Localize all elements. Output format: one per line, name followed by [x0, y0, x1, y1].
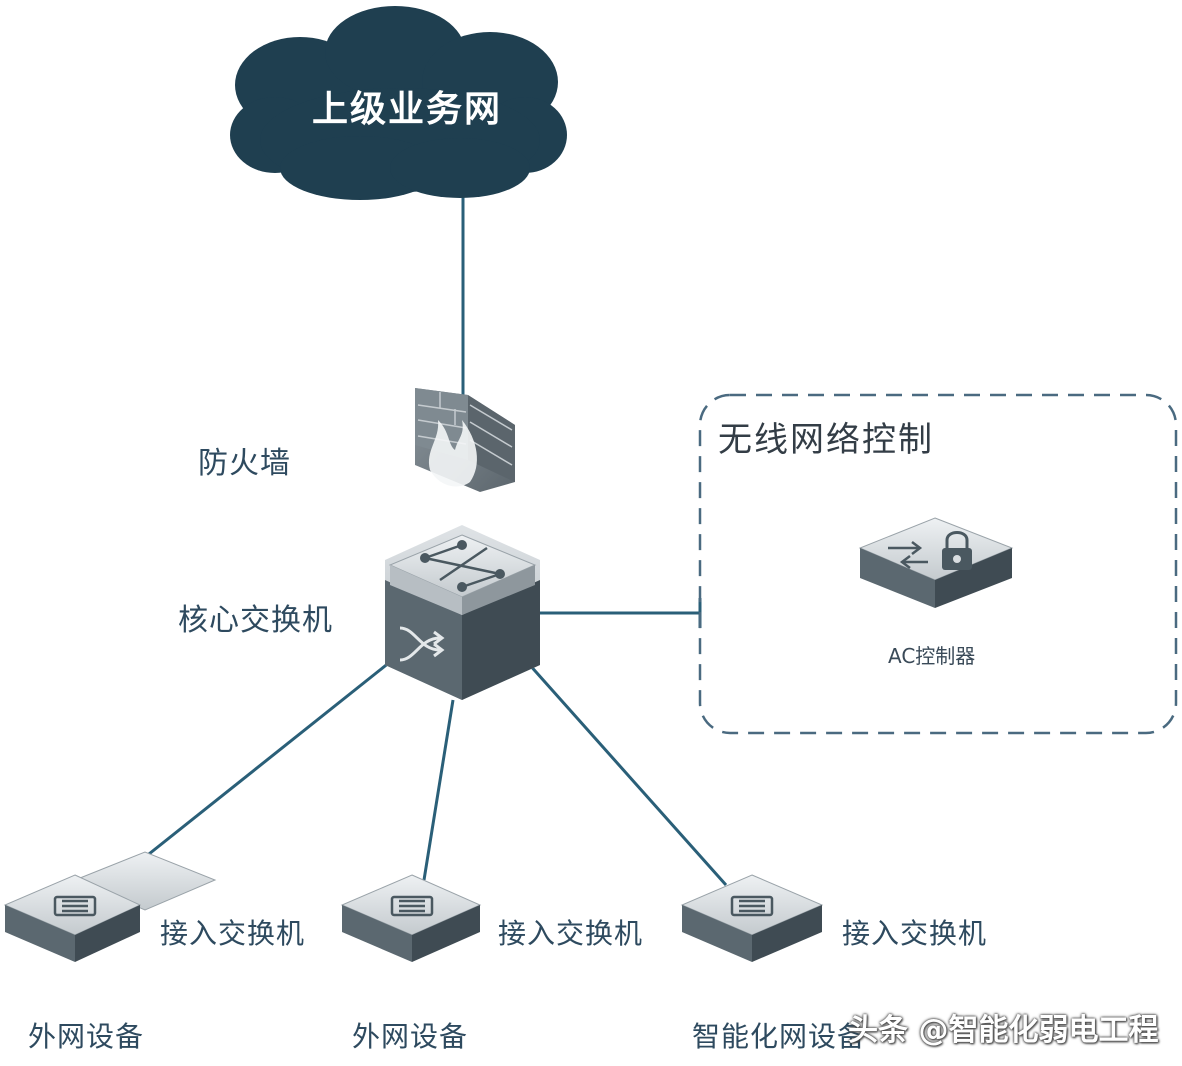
- access-switch-2-label: 接入交换机: [498, 917, 644, 950]
- access-switch-2: [340, 874, 482, 962]
- cloud-label: 上级业务网: [312, 89, 503, 130]
- wireless-group-border: [698, 393, 1178, 735]
- access-switch-1: [3, 874, 142, 962]
- access-switch-3-label: 接入交换机: [842, 917, 988, 950]
- cloud-icon: [230, 6, 567, 200]
- device-label-3: 智能化网设备: [692, 1020, 867, 1053]
- firewall-icon: [415, 388, 515, 492]
- firewall-label: 防火墙: [198, 446, 291, 481]
- access-switch-3: [680, 874, 824, 962]
- core-switch-icon: [385, 525, 540, 700]
- device-label-2: 外网设备: [352, 1020, 469, 1053]
- connection-lines: [99, 190, 728, 895]
- link-core-access-2: [422, 699, 455, 881]
- device-label-1: 外网设备: [28, 1020, 145, 1053]
- wireless-group-title: 无线网络控制: [718, 420, 934, 460]
- ac-controller-icon: [858, 517, 1014, 608]
- core-switch-label: 核心交换机: [178, 603, 333, 638]
- ac-controller-label: AC控制器: [888, 644, 976, 668]
- access-switch-1-label: 接入交换机: [160, 917, 306, 950]
- link-core-access-3: [526, 662, 728, 886]
- watermark: 头条 @智能化弱电工程: [848, 1013, 1159, 1048]
